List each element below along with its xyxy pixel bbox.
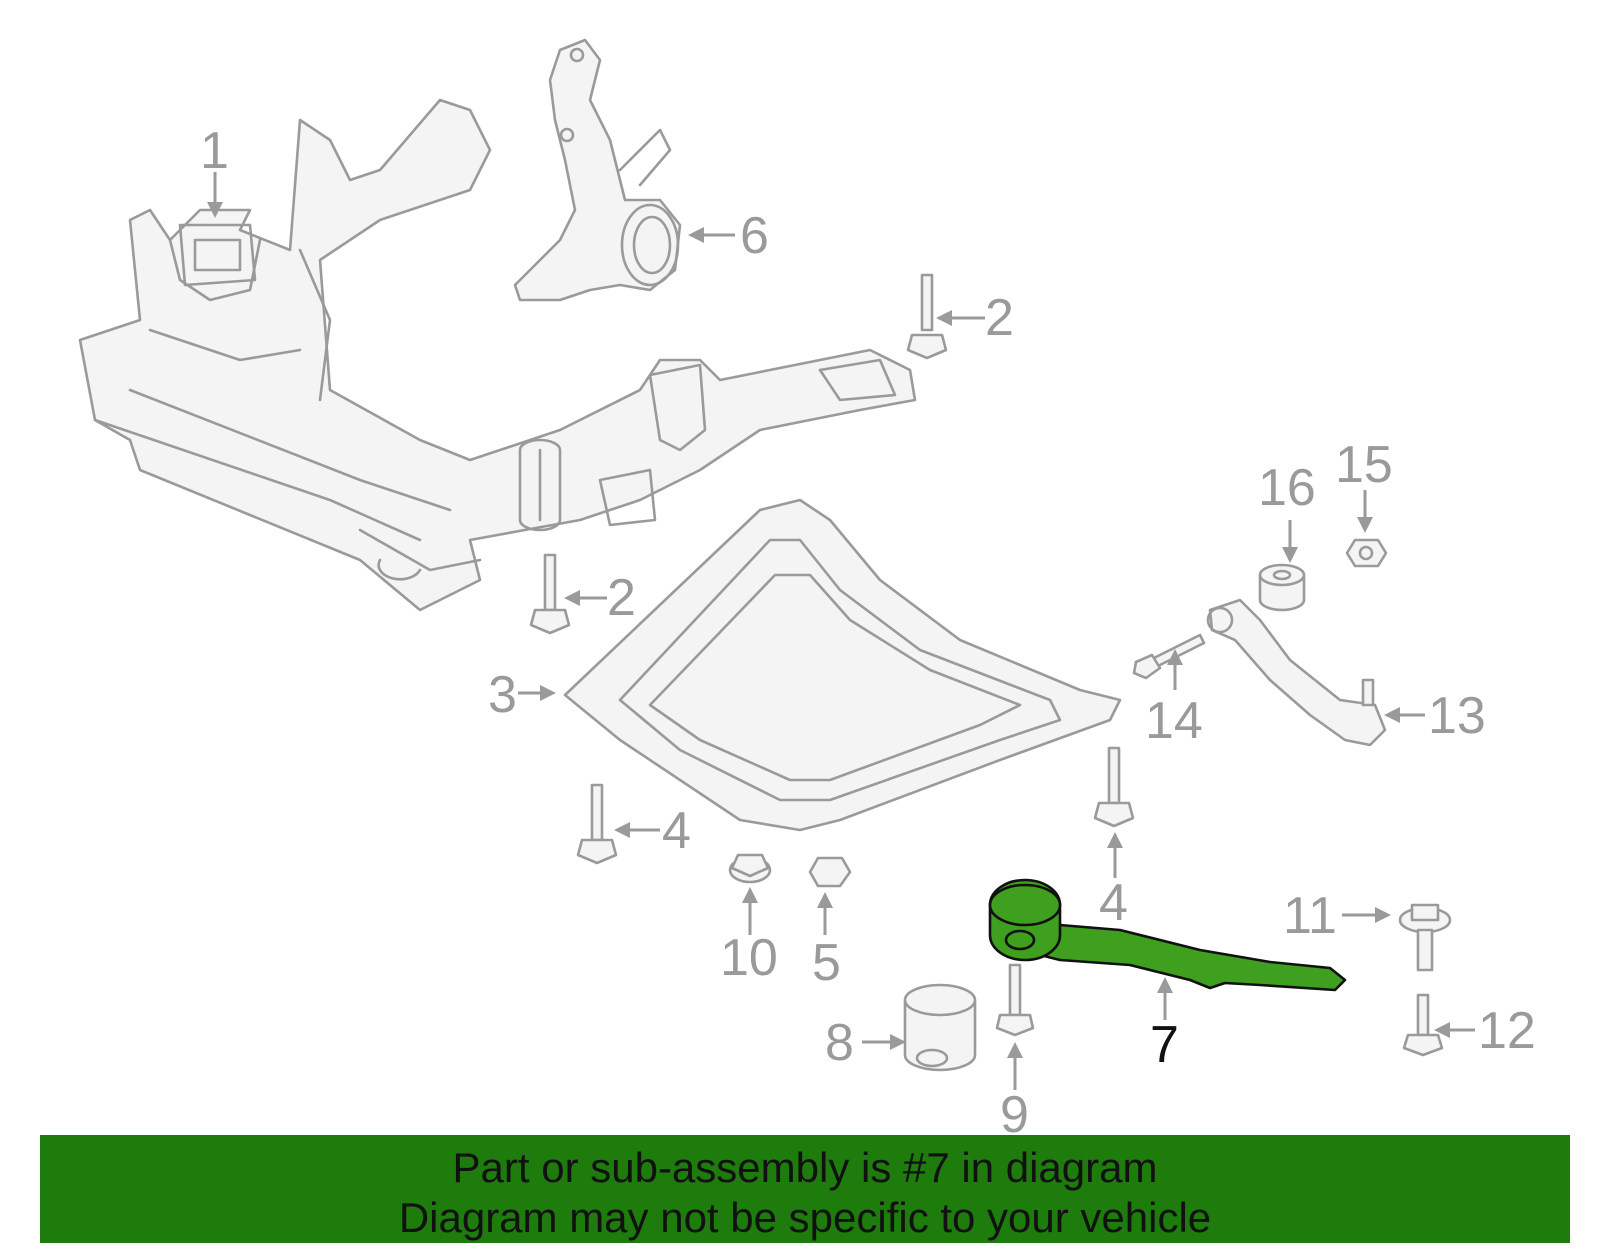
part-16-bushing [1258, 563, 1306, 612]
callout-10: 10 [720, 929, 778, 987]
leader-arrows [207, 172, 1475, 1090]
callout-12: 12 [1478, 1002, 1536, 1060]
callout-2-upper: 2 [985, 289, 1014, 347]
info-banner: Part or sub-assembly is #7 in diagram Di… [40, 1135, 1570, 1243]
callout-4-right: 4 [1099, 874, 1128, 932]
callout-8: 8 [825, 1014, 854, 1072]
part-6-knuckle [513, 38, 682, 302]
part-2-bolt-upper [906, 273, 948, 360]
callout-7: 7 [1150, 1016, 1179, 1074]
part-12-bolt [1402, 993, 1444, 1057]
part-4-bolt-left [576, 783, 618, 865]
callout-1: 1 [200, 122, 229, 180]
banner-line-2: Diagram may not be specific to your vehi… [398, 1194, 1212, 1241]
callout-15: 15 [1335, 436, 1393, 494]
part-8-bushing [903, 983, 977, 1072]
callout-13: 13 [1428, 687, 1486, 745]
part-7-control-arm [988, 878, 1347, 992]
callout-3: 3 [488, 666, 517, 724]
part-2-bolt-lower [529, 553, 571, 635]
part-10-nut [728, 853, 772, 884]
callout-4-left: 4 [662, 802, 691, 860]
part-5-nut [808, 856, 852, 888]
callout-2-lower: 2 [607, 569, 636, 627]
part-1-subframe [78, 98, 917, 612]
part-3-shield [563, 498, 1122, 832]
callout-5: 5 [812, 934, 841, 992]
part-4-bolt-right [1093, 746, 1135, 828]
callout-6: 6 [740, 207, 769, 265]
part-14-bolt [1132, 633, 1206, 680]
callout-11: 11 [1283, 887, 1337, 945]
part-11-stud [1398, 903, 1452, 972]
callout-14: 14 [1145, 692, 1203, 750]
callout-16: 16 [1258, 459, 1316, 517]
callout-9: 9 [1000, 1086, 1029, 1144]
part-15-nut [1345, 538, 1388, 568]
part-13-arm [1206, 598, 1387, 747]
banner-line-1: Part or sub-assembly is #7 in diagram [452, 1144, 1158, 1191]
part-9-bolt [995, 963, 1035, 1037]
